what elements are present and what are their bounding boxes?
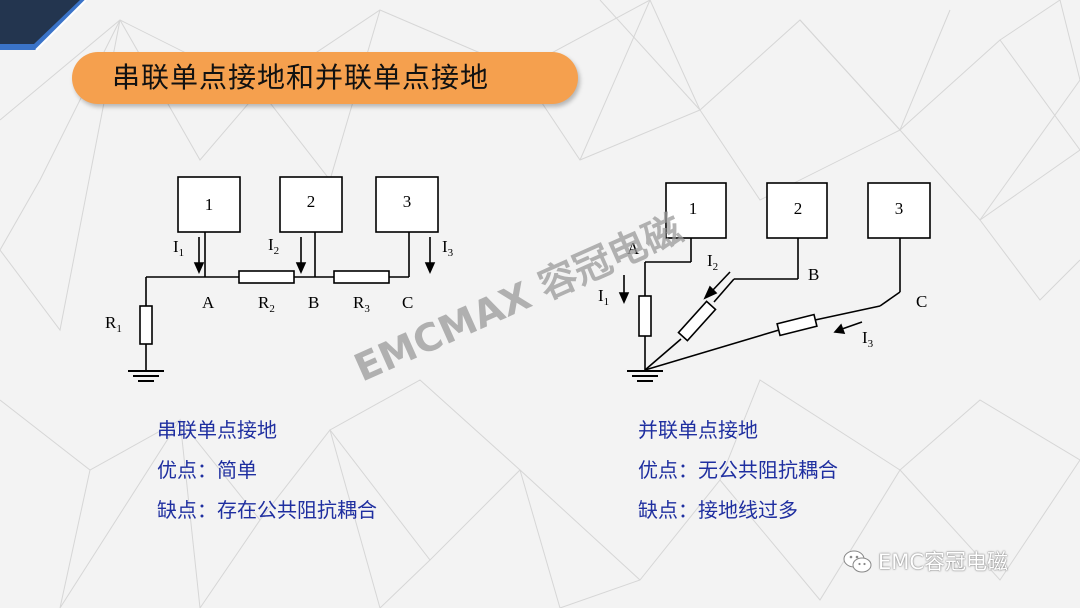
series-grounding-text: 串联单点接地 优点：简单 缺点：存在公共阻抗耦合 (157, 410, 377, 530)
page-title: 串联单点接地和并联单点接地 (112, 61, 490, 94)
right-node-c: C (916, 292, 927, 311)
right-node-b: B (808, 265, 819, 284)
grounding-diagrams: 1 2 3 I1 I2 I3 A B C R1 R2 R3 (105, 176, 931, 390)
series-grounding-diagram (128, 176, 439, 382)
left-box-1 (177, 176, 241, 233)
right-box-label-2: 2 (794, 199, 803, 218)
left-current-i2: I2 (268, 235, 279, 257)
left-node-c: C (402, 293, 413, 312)
right-box-1 (665, 182, 727, 239)
right-arrow-i2 (703, 285, 718, 300)
left-resistor-r3: R3 (353, 293, 370, 315)
parallel-grounding-diagram (618, 182, 931, 382)
left-current-i3: I3 (442, 237, 454, 259)
corner-decoration (0, 0, 87, 51)
parallel-heading: 并联单点接地 (638, 418, 758, 442)
right-current-i1: I1 (598, 286, 609, 308)
right-resistor-1 (638, 295, 652, 337)
current-arrow-i1 (193, 262, 205, 274)
right-arrow-i3 (833, 323, 846, 334)
left-box-label-1: 1 (205, 195, 214, 214)
title-bar (72, 52, 578, 104)
left-node-b: B (308, 293, 319, 312)
left-node-a: A (202, 293, 215, 312)
right-resistor-2 (677, 300, 717, 342)
series-pros: 优点：简单 (157, 458, 257, 482)
left-resistor-r1: R1 (105, 313, 122, 335)
right-arrow-i1 (618, 292, 630, 304)
left-box-label-2: 2 (307, 192, 316, 211)
left-box-label-3: 3 (403, 192, 412, 211)
resistor-r3 (333, 270, 390, 284)
parallel-pros: 优点：无公共阻抗耦合 (638, 458, 838, 482)
right-box-3 (867, 182, 931, 239)
left-current-i1: I1 (173, 237, 184, 259)
left-box-2 (279, 176, 343, 233)
right-box-label-1: 1 (689, 199, 698, 218)
right-node-a: A (627, 239, 640, 258)
left-resistor-r2: R2 (258, 293, 275, 315)
right-current-i3: I3 (862, 328, 874, 350)
parallel-cons: 缺点：接地线过多 (638, 498, 798, 522)
parallel-grounding-text: 并联单点接地 优点：无公共阻抗耦合 缺点：接地线过多 (638, 410, 838, 530)
resistor-r2 (238, 270, 295, 284)
current-arrow-i2 (295, 262, 307, 274)
left-box-3 (375, 176, 439, 233)
right-box-2 (766, 182, 828, 239)
wechat-icon (843, 550, 872, 573)
brand-label: EMC容冠电磁 (878, 550, 1009, 574)
series-cons: 缺点：存在公共阻抗耦合 (157, 498, 377, 522)
right-current-i2: I2 (707, 251, 718, 273)
right-box-label-3: 3 (895, 199, 904, 218)
right-resistor-3 (776, 313, 818, 337)
series-heading: 串联单点接地 (157, 418, 277, 442)
watermark-text: EMCMAX 容冠电磁 (348, 206, 689, 390)
current-arrow-i3 (424, 262, 436, 274)
resistor-r1 (139, 305, 153, 345)
